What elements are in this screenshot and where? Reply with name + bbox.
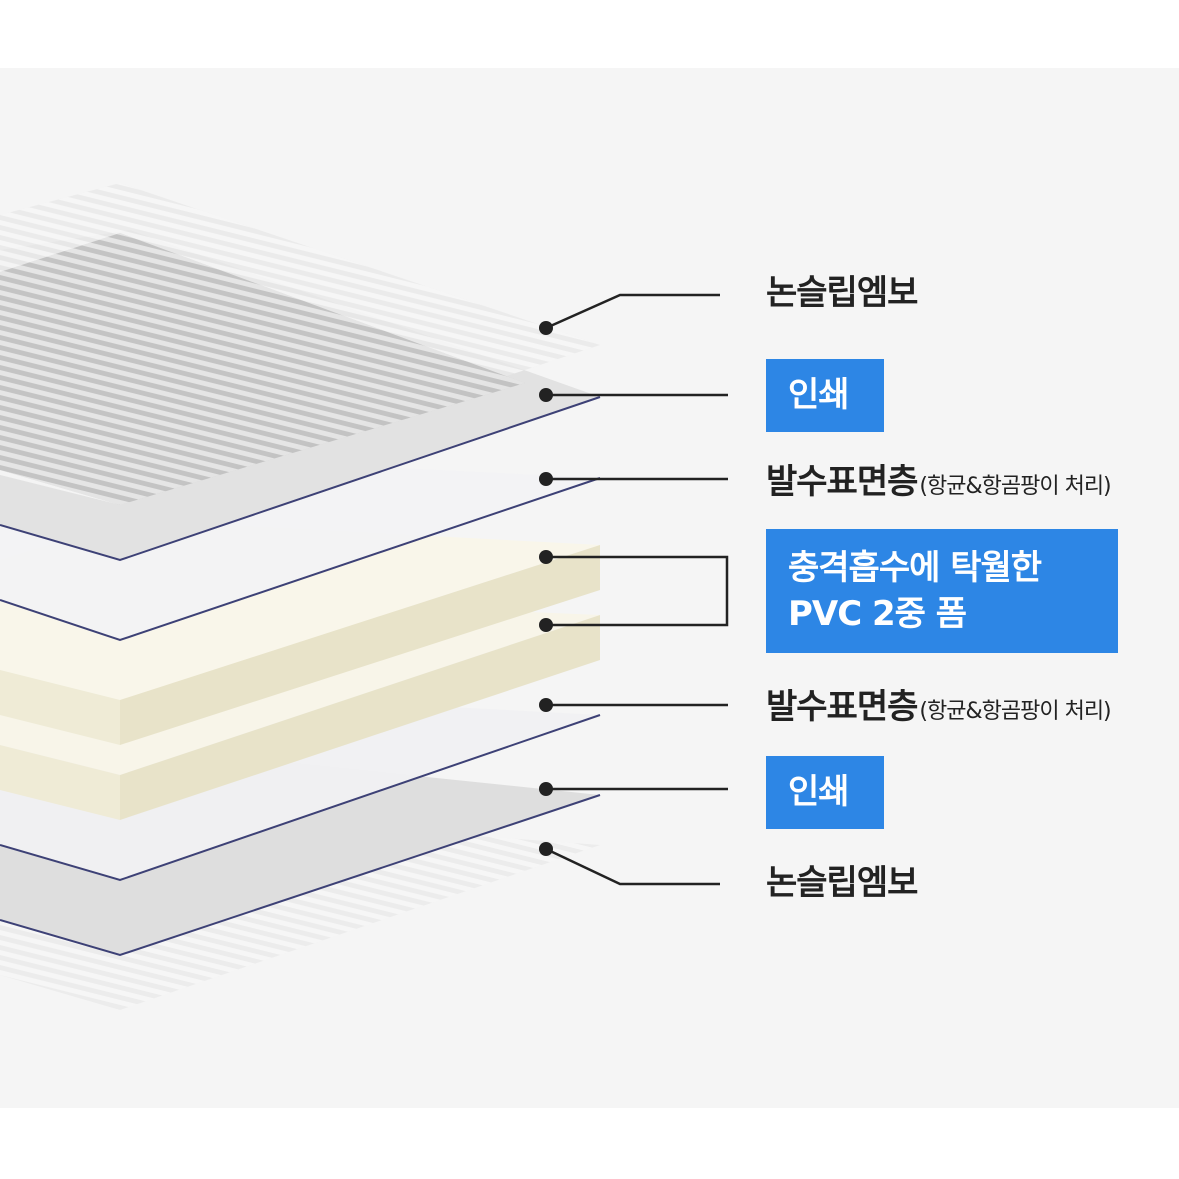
label-print-top: 인쇄: [766, 359, 884, 432]
leader-foam-bracket: [546, 555, 729, 627]
label-emboss-bottom-text: 논슬립엠보: [766, 863, 918, 903]
label-water-bottom-main: 발수표면층: [766, 687, 918, 727]
label-emboss-top: 논슬립엠보: [766, 273, 918, 313]
leader-dots: [539, 321, 553, 856]
label-print-bottom-text: 인쇄: [788, 772, 850, 812]
label-print-bottom: 인쇄: [766, 756, 884, 829]
label-water-top-sub: (항균&항곰팡이 처리): [919, 474, 1111, 499]
label-water-bottom-sub: (항균&항곰팡이 처리): [919, 699, 1111, 724]
label-foam-line2: PVC 2중 폼: [788, 594, 967, 634]
top-emboss-layer: [0, 183, 600, 505]
leader-lines: [545, 293, 729, 886]
label-water-top: 발수표면층(항균&항곰팡이 처리): [766, 462, 1112, 502]
label-water-top-main: 발수표면층: [766, 462, 918, 502]
label-foam: 충격흡수에 탁월한 PVC 2중 폼: [766, 529, 1118, 653]
label-foam-line1: 충격흡수에 탁월한: [788, 548, 1042, 588]
label-emboss-top-text: 논슬립엠보: [766, 273, 918, 313]
label-print-top-text: 인쇄: [788, 375, 850, 415]
leader-emboss-top: [545, 293, 720, 330]
label-water-bottom: 발수표면층(항균&항곰팡이 처리): [766, 687, 1112, 727]
leader-emboss-bottom: [545, 847, 720, 886]
label-emboss-bottom: 논슬립엠보: [766, 863, 918, 903]
